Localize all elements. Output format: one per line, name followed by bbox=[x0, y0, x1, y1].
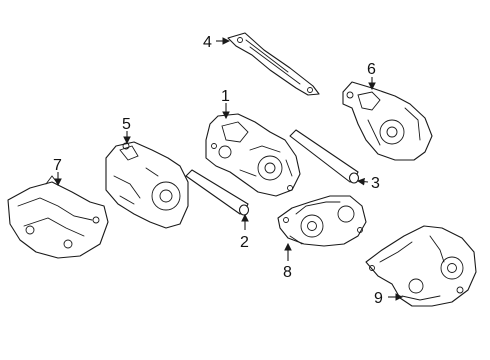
callout-6: 6 bbox=[367, 61, 376, 78]
housing-part-5 bbox=[105, 141, 189, 229]
callout-7: 7 bbox=[53, 157, 62, 174]
rod-part-3 bbox=[289, 129, 360, 184]
mount-part-8 bbox=[277, 195, 367, 247]
mount-part-9 bbox=[365, 225, 477, 307]
callout-9: 9 bbox=[374, 290, 383, 307]
callout-5: 5 bbox=[122, 116, 131, 133]
mount-bracket-part-6 bbox=[342, 81, 433, 161]
callout-4: 4 bbox=[203, 34, 212, 51]
strap-bracket-part-4 bbox=[227, 32, 320, 96]
callout-3: 3 bbox=[371, 175, 380, 192]
cross-member-part-7 bbox=[7, 175, 109, 259]
callout-1: 1 bbox=[221, 88, 230, 105]
callout-2: 2 bbox=[240, 234, 249, 251]
callout-8: 8 bbox=[283, 264, 292, 281]
leader-3 bbox=[356, 177, 369, 186]
mount-assembly-part-1 bbox=[205, 113, 301, 197]
